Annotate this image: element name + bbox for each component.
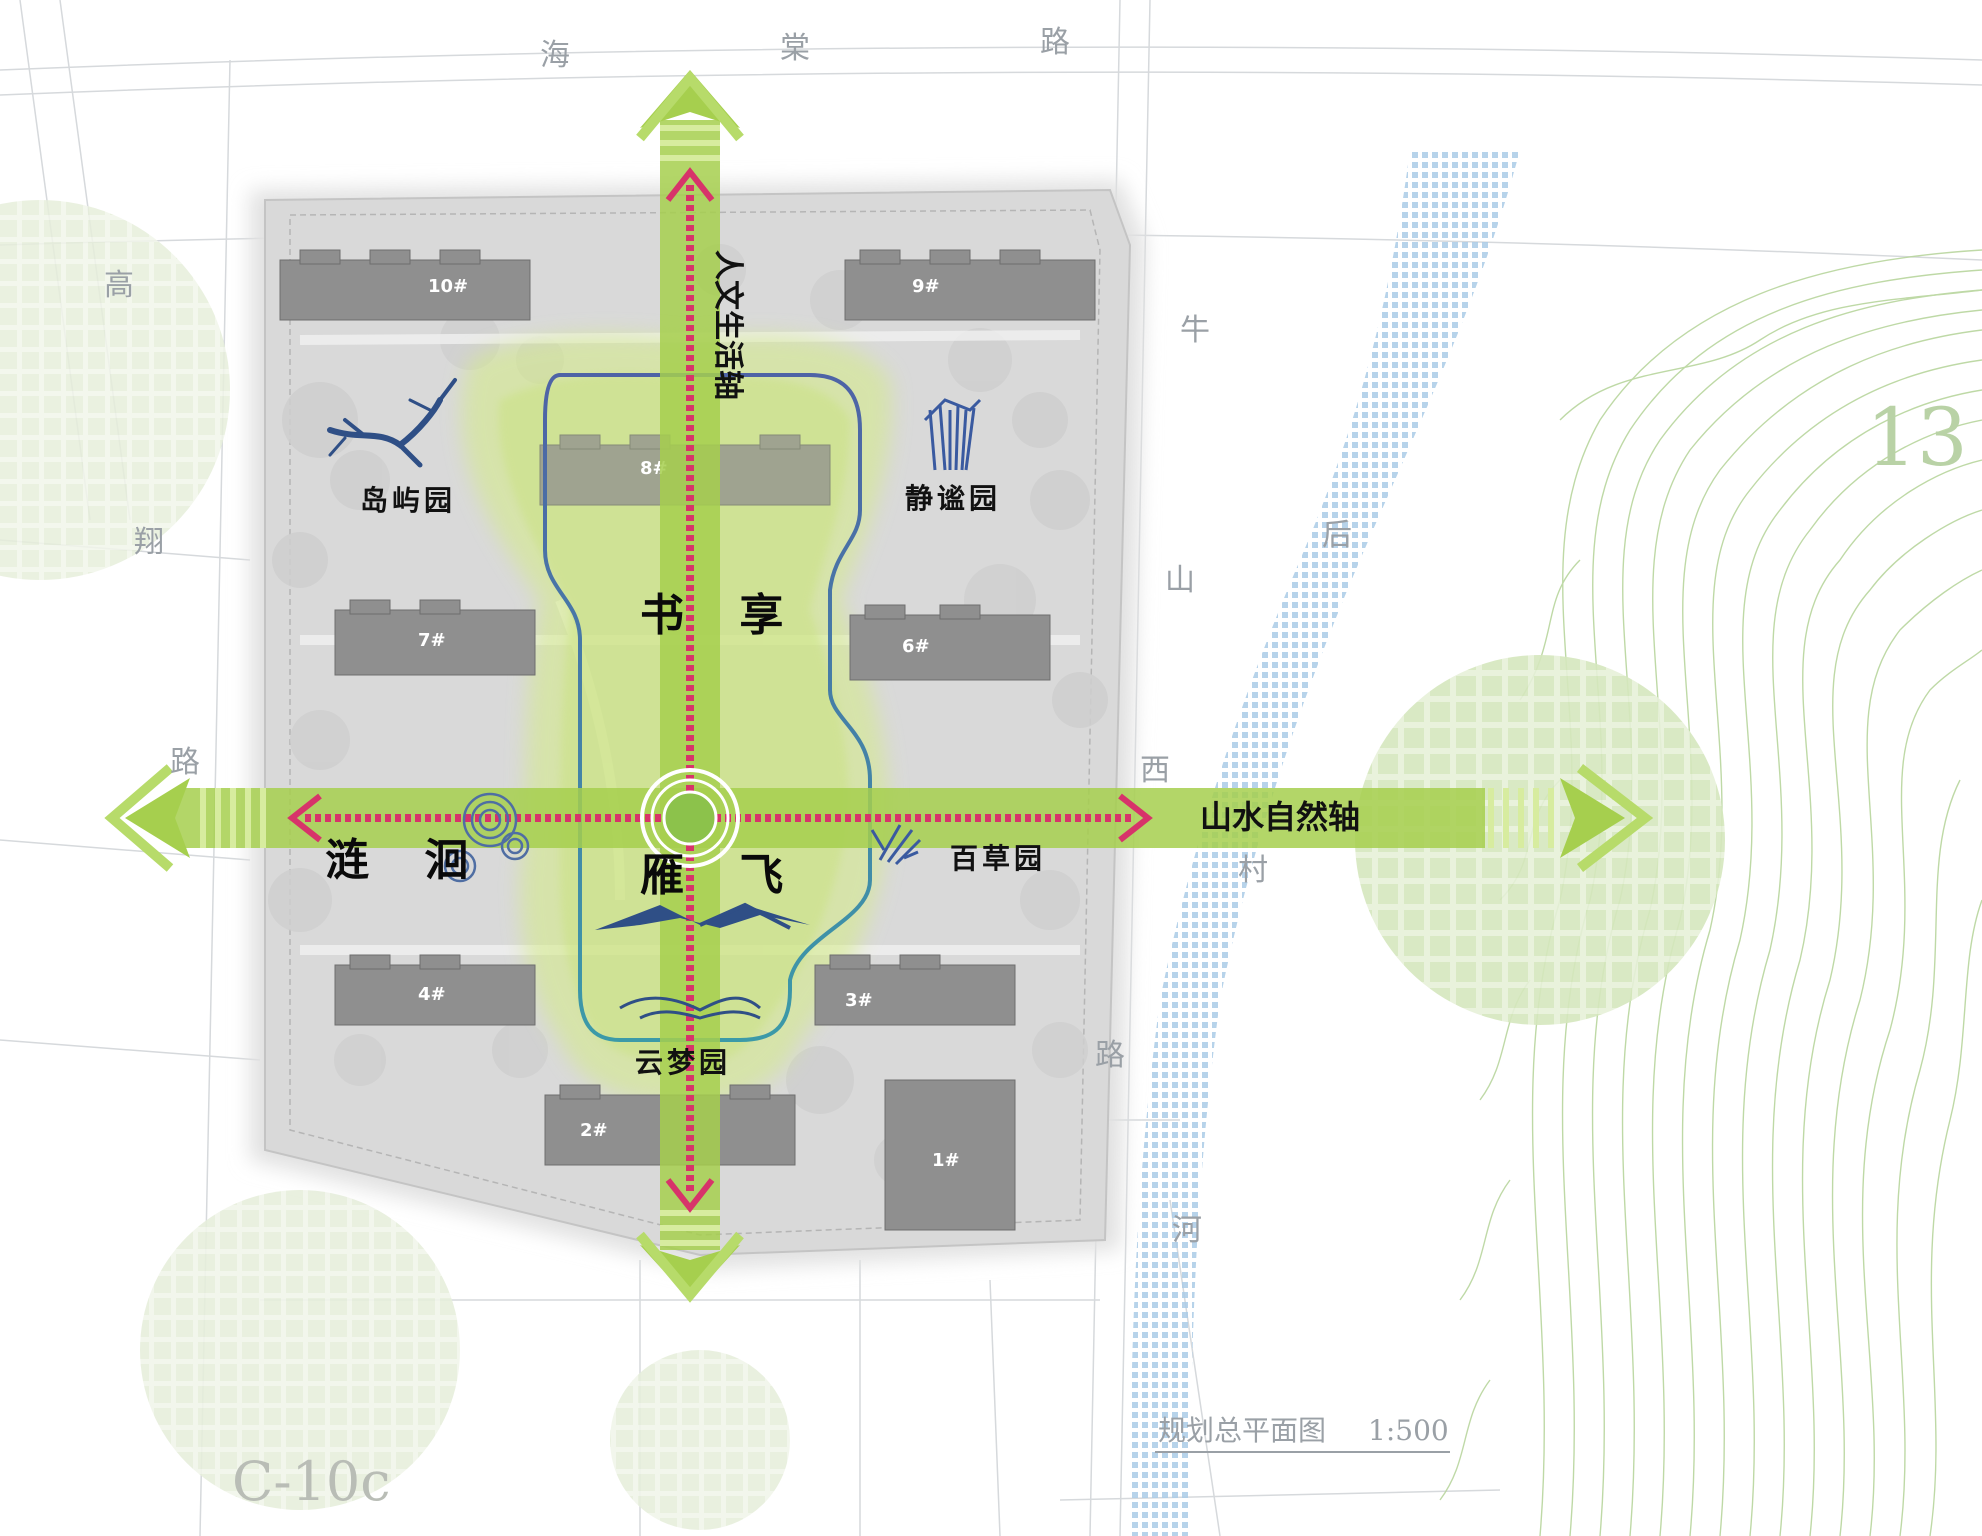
red-axis-lines (287, 167, 1153, 1213)
river-char-1: 后 (1322, 518, 1352, 553)
building-3 (814, 954, 1016, 1026)
building-label-2: 2# (580, 1120, 608, 1141)
river-char-3: 河 (1172, 1213, 1202, 1248)
central-label-bottom: 雁 飞 (640, 850, 803, 901)
building-label-1: 1# (932, 1150, 960, 1171)
building-label-6: 6# (902, 636, 930, 657)
hillside-contours (1439, 249, 1982, 1536)
road-top-char-3: 路 (1040, 25, 1070, 60)
building-label-4: 4# (418, 984, 446, 1005)
building-10 (279, 249, 531, 321)
building-label-7: 7# (418, 630, 446, 651)
decor-circle-bottom-left (140, 1190, 460, 1510)
ripple-icon (443, 792, 530, 883)
building-label-10: 10# (428, 276, 468, 297)
decor-circle-left (0, 200, 230, 580)
road-right-char-4: 路 (1095, 1038, 1125, 1073)
building-label-9: 9# (912, 276, 940, 297)
wave-icon (619, 996, 762, 1020)
central-loop-path (543, 373, 872, 1042)
garden-label-quiet: 静谧园 (905, 482, 1001, 515)
building-9 (844, 249, 1096, 321)
garden-label-herbs: 百草园 (950, 842, 1046, 875)
grass-icon (870, 824, 922, 866)
mountain-icon (595, 902, 810, 930)
drawing-scale: 1:500 (1368, 1414, 1449, 1447)
garden-label-cloud: 云梦园 (635, 1046, 731, 1079)
garden-label-islands: 岛屿园 (360, 484, 456, 517)
road-left-char-3: 路 (170, 745, 200, 780)
bamboo-icon (923, 398, 982, 471)
building-4 (334, 954, 536, 1026)
drawing-title: 规划总平面图 (1158, 1414, 1326, 1447)
river-char-2: 村 (1238, 853, 1268, 888)
road-left-char-2: 翔 (134, 525, 164, 560)
building-1 (884, 1079, 1016, 1231)
decor-circle-right (1355, 655, 1725, 1025)
garden-label-left-water: 涟 洄 (325, 835, 488, 886)
axis-label-vertical: 人文生活轴 (710, 250, 745, 400)
road-top-char-2: 棠 (780, 31, 810, 66)
central-label-top: 书 享 (640, 590, 803, 641)
building-6 (849, 604, 1051, 681)
plot-id-left: C-10c (232, 1450, 391, 1513)
road-top-char-1: 海 (540, 38, 570, 73)
axis-label-horizontal: 山水自然轴 (1200, 798, 1360, 836)
tree-icon (327, 378, 457, 468)
building-7 (334, 599, 536, 676)
plot-id-right: 13 (1866, 391, 1968, 484)
building-label-3: 3# (845, 990, 873, 1011)
road-right-char-3: 西 (1140, 753, 1170, 788)
compass-target-icon (640, 768, 740, 868)
decor-circle-bottom (610, 1350, 790, 1530)
road-right-char-1: 牛 (1180, 313, 1210, 348)
road-left-char-1: 高 (104, 268, 134, 303)
road-right-char-2: 山 (1165, 563, 1195, 598)
